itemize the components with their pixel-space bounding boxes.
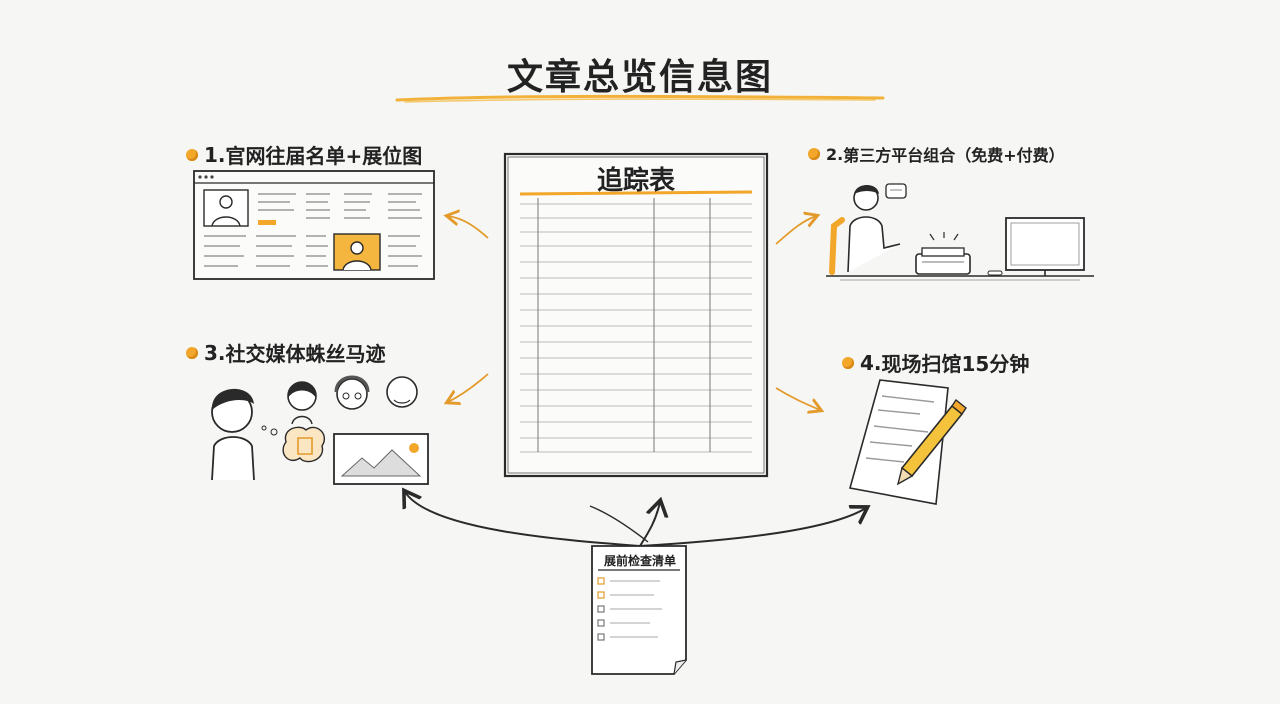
tracker-sheet xyxy=(503,152,769,478)
item-4-number: 4. xyxy=(860,350,882,375)
person-at-desk-icon xyxy=(826,183,1094,281)
bullet-icon xyxy=(186,148,198,161)
pencil-notepad-icon xyxy=(848,379,967,505)
people-avatars-icon xyxy=(211,375,429,485)
arrow-to-item-4 xyxy=(775,387,820,410)
item-2-text: 第三方平台组合（免费+付费） xyxy=(843,146,1065,165)
item-4-text: 现场扫馆15分钟 xyxy=(881,352,1030,376)
tracker-title: 追踪表 xyxy=(596,166,675,196)
bullet-icon xyxy=(842,356,854,369)
item-2-number: 2. xyxy=(826,144,844,164)
item-3-text: 社交媒体蛛丝马迹 xyxy=(225,342,386,366)
checklist-title: 展前检查清单 xyxy=(603,554,676,568)
item-3-number: 3. xyxy=(204,340,226,365)
item-4-label: 4.现场扫馆15分钟 xyxy=(842,348,1029,377)
item-1-number: 1. xyxy=(204,142,226,167)
title-underline xyxy=(395,94,885,103)
arrow-to-item-3 xyxy=(448,373,489,402)
item-1-text: 官网往届名单+展位图 xyxy=(225,144,423,168)
bullet-icon xyxy=(186,346,198,359)
page-title: 文章总览信息图 xyxy=(506,57,773,98)
item-3-label: 3.社交媒体蛛丝马迹 xyxy=(186,338,386,367)
checklist-paper xyxy=(591,545,687,675)
bullet-icon xyxy=(808,148,820,160)
arrow-to-item-2 xyxy=(775,216,816,245)
checklist-arrows xyxy=(405,492,866,547)
arrow-to-item-1 xyxy=(448,216,489,239)
item-2-label: 2.第三方平台组合（免费+付费） xyxy=(808,142,1065,166)
browser-window-icon xyxy=(193,170,435,280)
item-1-label: 1.官网往届名单+展位图 xyxy=(186,140,422,169)
